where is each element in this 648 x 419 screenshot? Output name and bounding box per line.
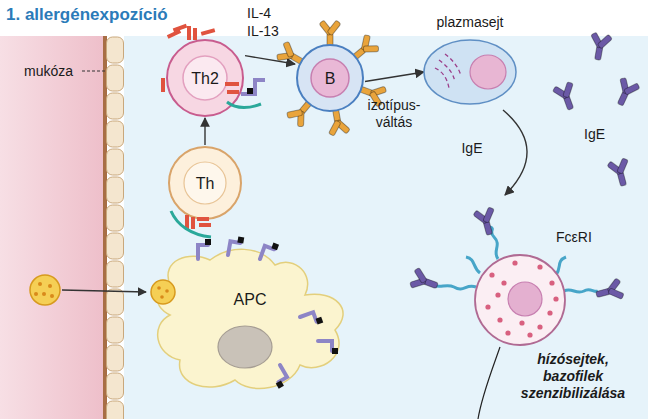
flow-arrow <box>503 110 527 195</box>
flow-arrow <box>204 118 205 145</box>
cell-shape <box>150 245 365 395</box>
cell-label: hízósejtek, bazofilek szenzibilizálása <box>506 351 640 402</box>
annotation-label: IL-13 <box>247 23 279 40</box>
cell-label: Th <box>167 174 243 193</box>
annotation-label: FcεRI <box>556 229 592 246</box>
cell-label: Th2 <box>165 69 245 88</box>
cell-node: hízósejtek, bazofilek szenzibilizálása <box>380 195 642 410</box>
panel-title: 1. allergénexpozíció <box>6 5 168 25</box>
cell-node: plazmasejt <box>415 10 525 110</box>
cell-node: Th2 <box>165 38 245 118</box>
annotation-label: IgE <box>584 126 605 143</box>
annotation-label: IL-4 <box>247 5 271 22</box>
annotation-label: mukóza <box>24 63 73 80</box>
cell-label: plazmasejt <box>425 14 515 31</box>
edge-label: izotípus- váltás <box>360 97 428 131</box>
cell-label: B <box>295 69 365 88</box>
cell-node: B <box>295 43 365 113</box>
flow-arrow <box>365 72 424 82</box>
cell-node: Th <box>167 145 243 221</box>
cell-node: APC <box>150 245 365 395</box>
cell-label: APC <box>205 290 295 309</box>
allergen-particle <box>30 275 60 305</box>
edge-label: IgE <box>452 140 492 157</box>
